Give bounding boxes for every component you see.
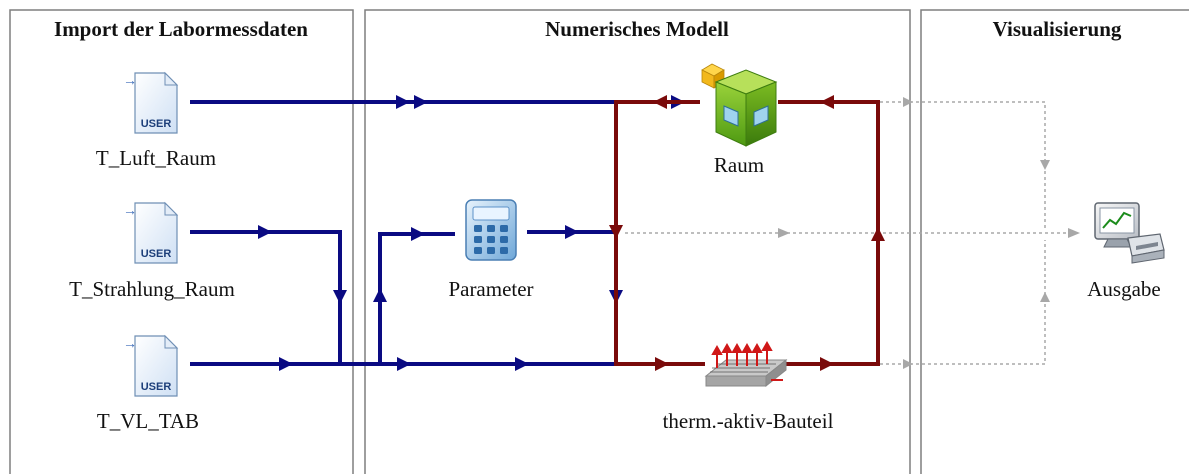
panel-title-vis: Visualisierung: [993, 17, 1122, 41]
node-label: Parameter: [448, 277, 533, 301]
panel-model: Numerisches Modell: [364, 9, 911, 474]
node-ausgabe[interactable]: Ausgabe: [1087, 202, 1165, 301]
arrow-blue: [373, 288, 387, 302]
arrow-red: [871, 227, 885, 241]
output-links: [625, 101, 1080, 365]
arrow-grey: [1068, 228, 1080, 238]
node-t-vl-tab[interactable]: → USER T_VL_TAB: [97, 334, 199, 433]
arrow-red: [820, 95, 834, 109]
svg-text:USER: USER: [141, 248, 172, 260]
node-label: Ausgabe: [1087, 277, 1160, 301]
node-label: therm.-aktiv-Bauteil: [663, 409, 834, 433]
arrow-red: [820, 357, 834, 371]
link-strahlung-to-bus[interactable]: [190, 230, 342, 364]
arrow-grey: [903, 359, 913, 369]
thermal-link-arrows: [609, 95, 885, 371]
node-t-strahlung-raum[interactable]: → USER T_Strahlung_Raum: [69, 201, 235, 301]
panel-import: Import der Labormessdaten: [9, 9, 354, 474]
room-cube-icon: [701, 63, 778, 147]
arrow-blue: [279, 357, 293, 371]
arrow-red: [609, 225, 623, 239]
svg-text:USER: USER: [141, 381, 172, 393]
arrow-blue: [565, 225, 579, 239]
svg-text:→: →: [123, 72, 137, 88]
node-label: T_VL_TAB: [97, 409, 199, 433]
arrow-blue: [515, 357, 529, 371]
arrow-grey: [903, 97, 913, 107]
node-label: Raum: [714, 153, 764, 177]
arrow-blue: [396, 95, 410, 109]
arrow-blue: [414, 95, 428, 109]
svg-text:USER: USER: [141, 118, 172, 130]
arrow-red: [653, 95, 667, 109]
arrow-blue: [258, 225, 272, 239]
panel-vis: Visualisierung: [920, 9, 1189, 474]
link-raum-to-ausgabe[interactable]: [880, 101, 1046, 230]
svg-text:→: →: [123, 335, 137, 351]
thermal-component-icon: [704, 340, 788, 388]
node-t-luft-raum[interactable]: → USER T_Luft_Raum: [96, 71, 216, 170]
calculator-icon: [465, 199, 517, 261]
panel-title-import: Import der Labormessdaten: [54, 17, 308, 41]
node-label: T_Luft_Raum: [96, 146, 216, 170]
arrow-blue: [411, 227, 425, 241]
arrow-grey: [778, 228, 790, 238]
link-bus-to-parameter[interactable]: [378, 232, 455, 364]
arrow-grey: [1040, 160, 1050, 170]
arrow-red: [655, 357, 669, 371]
node-therm-aktiv-bauteil[interactable]: therm.-aktiv-Bauteil: [663, 340, 834, 433]
panel-title-model: Numerisches Modell: [545, 17, 729, 41]
user-file-icon: → USER: [123, 201, 179, 264]
node-parameter[interactable]: Parameter: [448, 199, 534, 301]
node-label: T_Strahlung_Raum: [69, 277, 235, 301]
plotter-icon: [1094, 202, 1165, 264]
arrow-blue: [333, 290, 347, 304]
user-file-icon: → USER: [123, 334, 179, 397]
arrow-grey: [1040, 292, 1050, 302]
output-link-arrows: [778, 97, 1080, 369]
svg-text:→: →: [123, 202, 137, 218]
node-raum[interactable]: Raum: [701, 63, 778, 177]
user-file-icon: → USER: [123, 71, 179, 134]
link-bauteil-to-ausgabe[interactable]: [880, 240, 1046, 365]
arrow-blue: [397, 357, 411, 371]
